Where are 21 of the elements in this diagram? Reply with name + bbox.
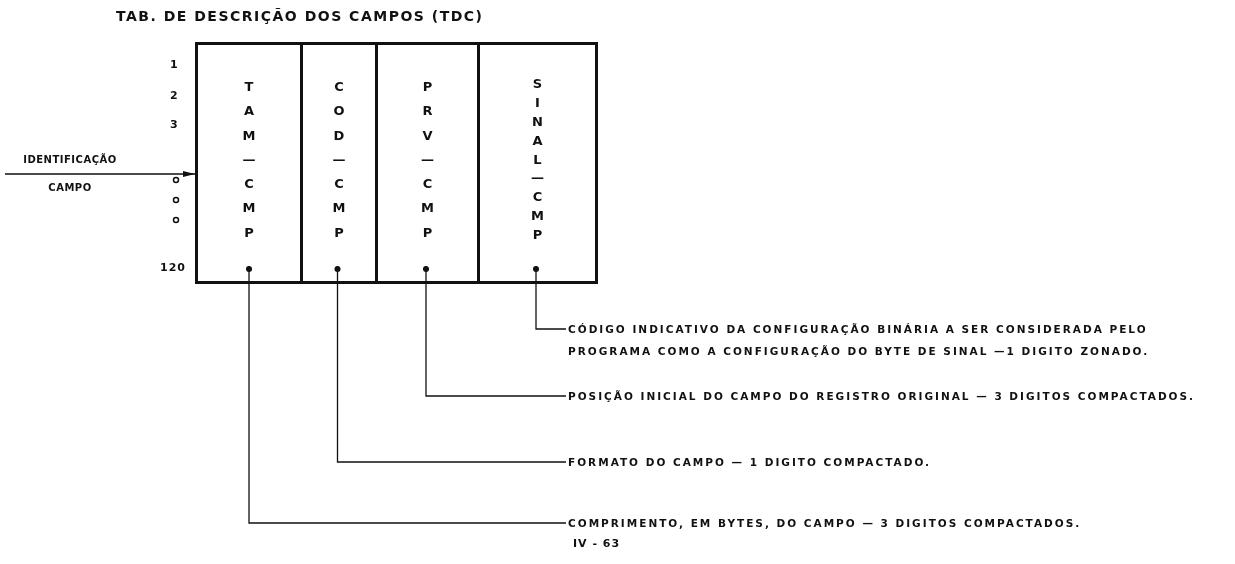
description-text: POSIÇÃO INICIAL DO CAMPO DO REGISTRO ORIGINAL — 3 DIGITOS COMPACTADOS. xyxy=(568,389,1197,404)
description-text: FORMATO DO CAMPO — 1 DIGITO COMPACTADO. xyxy=(568,455,933,470)
description-text: CÓDIGO INDICATIVO DA CONFIGURAÇÃO BINÁRIA A SER CONSIDERADA PELO PROGRAMA COMO A CONFIGURAÇÃO DO BYTE DE SINAL —1 DIGITO ZONADO. xyxy=(568,322,1151,359)
column-label: TAM—CMP xyxy=(242,78,256,242)
column-label: SINAL—CMP xyxy=(531,75,544,245)
arrow xyxy=(4,171,196,177)
row-number: 3 xyxy=(170,118,179,131)
leader-line xyxy=(422,265,567,397)
row-number: 2 xyxy=(170,89,179,102)
leader-line xyxy=(532,265,567,330)
leader-line xyxy=(334,265,567,463)
page-number: IV - 63 xyxy=(573,537,621,550)
row-number: 120 xyxy=(160,261,186,274)
row-number: 1 xyxy=(170,58,179,71)
edge-label: IDENTIFICAÇÃO CAMPO xyxy=(22,152,118,195)
column-label: COD—CMP xyxy=(332,78,346,242)
table-box xyxy=(195,42,598,284)
leader-line xyxy=(245,265,567,524)
column-label: PRV—CMP xyxy=(421,78,434,242)
diagram-title: TAB. DE DESCRIÇÃO DOS CAMPOS (TDC) xyxy=(116,8,484,24)
description-text: COMPRIMENTO, EM BYTES, DO CAMPO — 3 DIGITOS COMPACTADOS. xyxy=(568,516,1083,531)
